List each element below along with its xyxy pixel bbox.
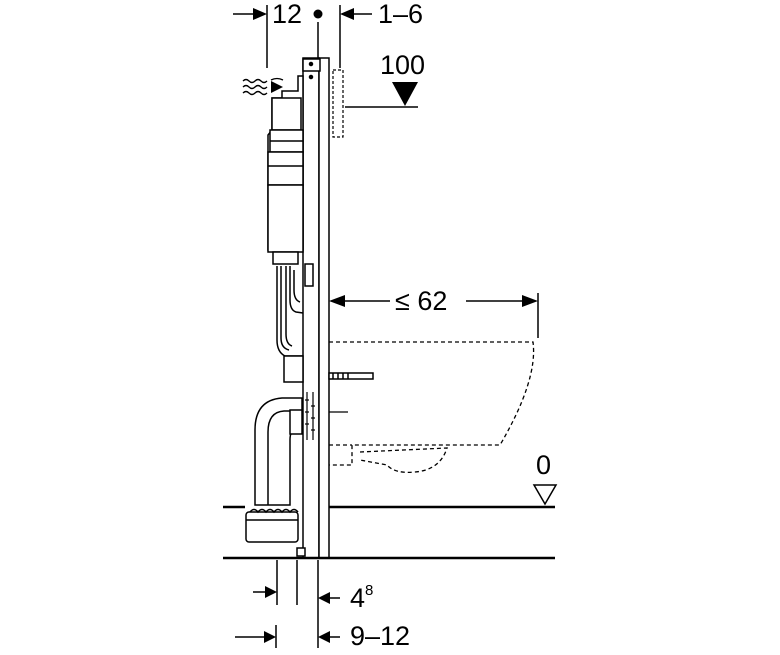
water-supply-icon [242, 77, 284, 96]
level-open-triangle-icon [532, 484, 558, 506]
cistern [267, 75, 304, 265]
drain-elbow [245, 397, 303, 543]
dim-top-left: 12 [272, 0, 302, 29]
reference-point-icon [313, 9, 323, 19]
level-triangle-icon [392, 82, 418, 106]
dim-floor-level: 0 [536, 450, 551, 480]
top-dimension [233, 5, 372, 68]
wc-bowl-outline [329, 341, 535, 473]
dim-height-mark: 100 [380, 50, 425, 80]
dim-wall-gap: 48 [350, 582, 373, 613]
flush-pipe [276, 266, 304, 383]
bottom-dimensions [235, 560, 340, 648]
frame-adjust-holes [305, 392, 315, 440]
mounting-bolt [328, 372, 374, 380]
dim-projection: ≤ 62 [395, 286, 447, 316]
projection-dimension [329, 293, 539, 338]
dim-top-right: 1–6 [378, 0, 423, 29]
dim-bottom-span: 9–12 [350, 621, 410, 650]
flush-plate-outline [332, 69, 344, 138]
